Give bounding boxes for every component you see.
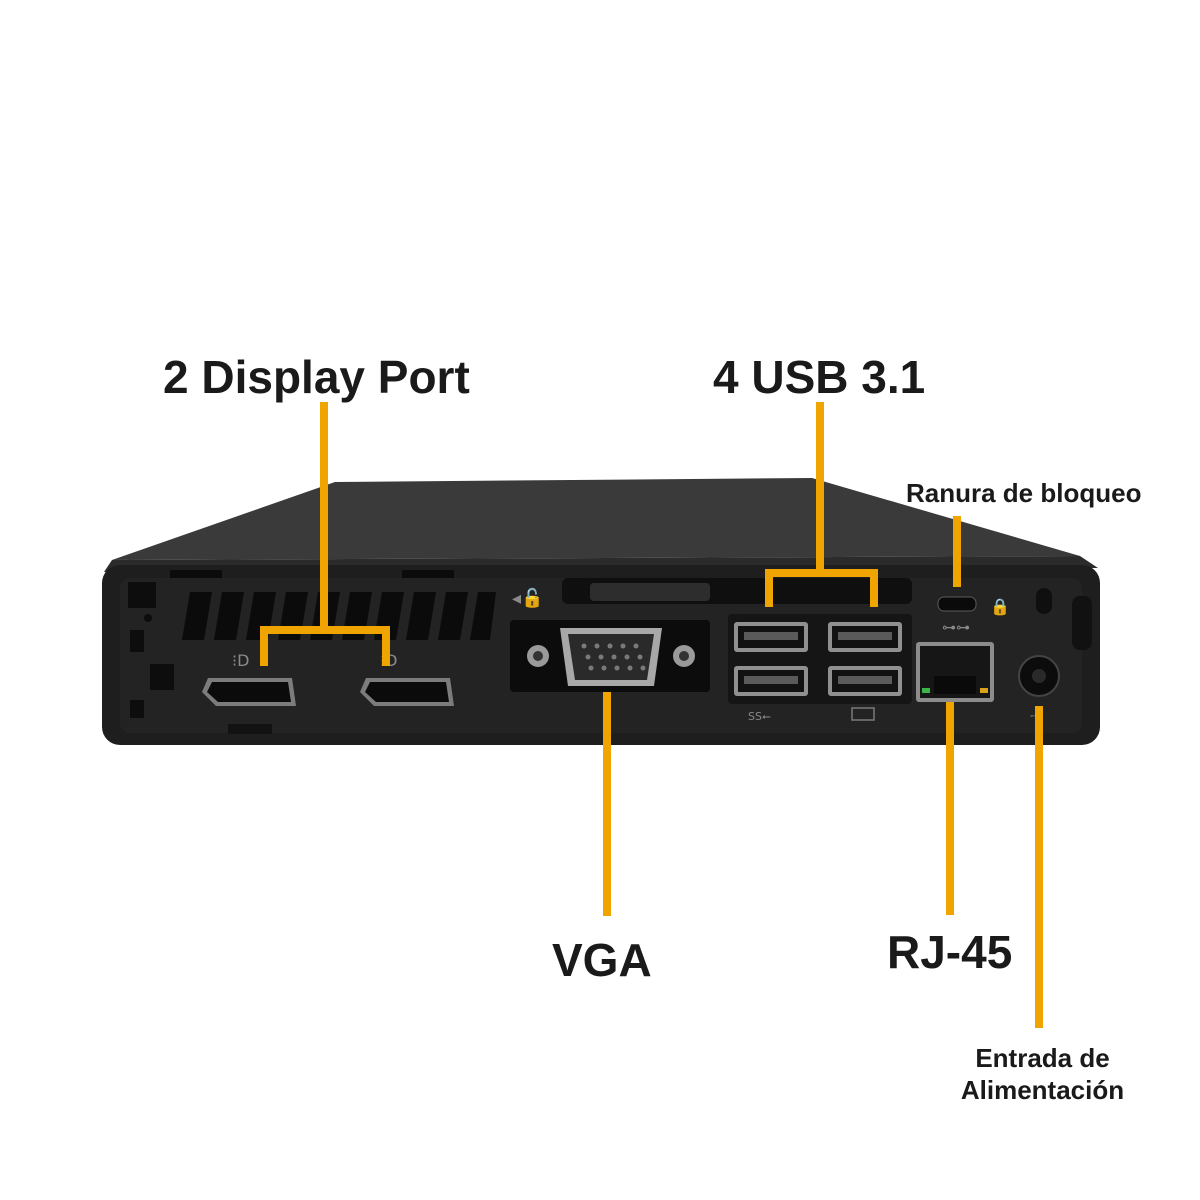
label-rj45: RJ-45 xyxy=(887,926,1013,978)
network-icon: ⊶⊶ xyxy=(942,620,970,636)
top-slot xyxy=(402,570,454,578)
usb-port-1[interactable] xyxy=(734,622,808,652)
usb-port-3[interactable] xyxy=(734,666,808,696)
left-slot xyxy=(128,582,156,608)
chassis-top xyxy=(112,478,1080,560)
power-input-port[interactable] xyxy=(1018,655,1060,697)
displayport-port-2[interactable] xyxy=(360,678,454,706)
usb-port-2[interactable] xyxy=(828,622,902,652)
superspeed-usb-icon: SS⭠ xyxy=(748,710,771,723)
label-power-line1: Entrada de xyxy=(975,1043,1110,1073)
usb-port-4[interactable] xyxy=(828,666,902,696)
left-slot xyxy=(130,630,144,652)
screw xyxy=(144,614,152,622)
left-slot xyxy=(150,664,174,690)
unlock-icon: ◂🔓 xyxy=(512,587,543,609)
displayport-icon: ⁝D xyxy=(232,651,249,670)
keyboard-icon xyxy=(851,707,875,721)
label-usb: 4 USB 3.1 xyxy=(713,351,926,403)
vga-screw-left-hole xyxy=(533,651,543,661)
label-vga: VGA xyxy=(552,934,652,986)
callout-dp-bracket xyxy=(260,626,390,666)
rj45-port[interactable] xyxy=(916,642,994,702)
label-power-line2: Alimentación xyxy=(960,1075,1125,1105)
vga-port[interactable] xyxy=(560,628,662,686)
callout-lines xyxy=(260,402,1043,1028)
top-slot xyxy=(170,570,222,578)
label-display-port: 2 Display Port xyxy=(163,351,470,403)
lock-icon: 🔒 xyxy=(990,597,1010,616)
label-lock-slot: Ranura de bloqueo xyxy=(906,478,1142,508)
side-button xyxy=(1036,588,1052,614)
callout-usb-bracket xyxy=(765,569,878,607)
displayport-port-1[interactable] xyxy=(202,678,296,706)
left-slot xyxy=(130,700,144,718)
bottom-tab xyxy=(228,724,272,734)
side-latch xyxy=(1072,596,1092,650)
vga-screw-right-hole xyxy=(679,651,689,661)
label-power-input: Entrada de Alimentación xyxy=(940,1042,1145,1106)
expansion-slot-cover xyxy=(590,583,710,601)
lock-slot[interactable] xyxy=(937,596,977,612)
